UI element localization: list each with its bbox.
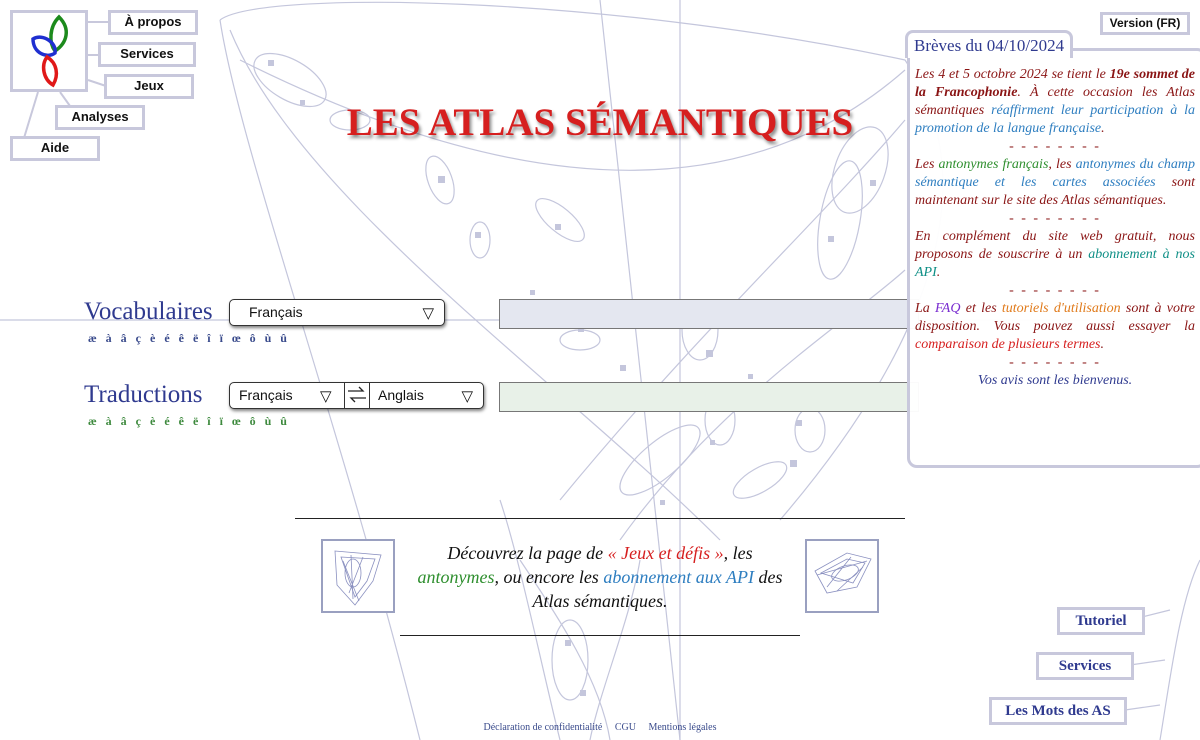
news-text: . À cette occasion les Atlas sémantiques <box>915 85 1195 118</box>
news-body: Les 4 et 5 octobre 2024 se tient le 19e … <box>915 66 1195 390</box>
page-title: LES ATLAS SÉMANTIQUES <box>346 101 854 144</box>
promo-plain: Découvrez la page de <box>447 543 608 563</box>
news-text: Les <box>915 157 939 172</box>
semantic-map-thumbnail <box>814 552 872 594</box>
nav-services-button[interactable]: Services <box>98 42 196 67</box>
tutoriel-button[interactable]: Tutoriel <box>1057 607 1145 635</box>
news-text: La <box>915 301 936 316</box>
news-text: et les <box>960 301 1002 316</box>
vocabulaires-special-chars[interactable]: æ à â ç è é ê ë î ï œ ô ù û <box>88 331 290 345</box>
semantic-map-thumbnail <box>334 550 382 606</box>
news-text: . <box>1101 121 1105 136</box>
vocabulaires-search-input[interactable] <box>499 299 919 329</box>
promo-plain: , ou encore les <box>494 567 604 587</box>
footer: Déclaration de confidentialité CGU Menti… <box>0 722 1200 733</box>
news-separator: - - - - - - - - <box>1009 139 1101 154</box>
traductions-special-chars[interactable]: æ à â ç è é ê ë î ï œ ô ù û <box>88 414 290 428</box>
dropdown-arrow-icon[interactable]: ▽ <box>320 388 332 405</box>
antonymes-link[interactable]: antonymes <box>417 567 495 587</box>
nav-analyses-button[interactable]: Analyses <box>55 105 145 130</box>
nav-aide-button[interactable]: Aide <box>10 136 100 161</box>
les-mots-label: Les Mots des AS <box>1005 703 1111 719</box>
traductions-target-language[interactable]: Anglais <box>378 387 424 403</box>
news-text: Les 4 et 5 octobre 2024 se tient le <box>915 67 1110 82</box>
cgu-link[interactable]: CGU <box>614 722 636 733</box>
nav-apropos-label: À propos <box>124 14 182 29</box>
semantic-map-thumbnail-right[interactable] <box>805 539 879 613</box>
vocabulaires-language-value: Français <box>249 304 303 320</box>
antonymes-francais-link[interactable]: antonymes français <box>938 157 1049 172</box>
nav-aide-label: Aide <box>40 140 70 155</box>
logo-icon <box>31 14 68 88</box>
news-separator: - - - - - - - - <box>1009 211 1101 226</box>
news-text: sont maintenant sur le site des Atlas sé… <box>915 175 1195 208</box>
news-item-api: En complément du site web gratuit, nous … <box>915 228 1195 282</box>
nav-services-label: Services <box>120 46 174 61</box>
promo-plain: des Atlas sémantiques. <box>532 567 783 611</box>
news-item-antonymes: Les antonymes français, les antonymes du… <box>915 156 1195 210</box>
divider <box>400 635 800 636</box>
news-text: En complément du site web gratuit, nous … <box>915 229 1195 262</box>
news-separator: - - - - - - - - <box>1009 283 1101 298</box>
swap-languages-icon <box>348 386 366 403</box>
traductions-search-input[interactable] <box>499 382 919 412</box>
vocabulaires-language-select[interactable]: Français ▽ <box>229 299 445 326</box>
dropdown-arrow-icon[interactable]: ▽ <box>461 388 473 405</box>
dropdown-arrow-icon: ▽ <box>422 305 434 322</box>
privacy-link[interactable]: Déclaration de confidentialité <box>483 722 603 733</box>
francophonie-link[interactable]: réaffirment leur participation à la prom… <box>915 103 1195 136</box>
news-title: Brèves du 04/10/2024 <box>905 30 1074 58</box>
tutoriels-link[interactable]: tutoriels d'utilisation <box>1001 301 1121 316</box>
services-right-label: Services <box>1058 658 1112 674</box>
semantic-map-thumbnail-left[interactable] <box>321 539 395 613</box>
nav-jeux-button[interactable]: Jeux <box>104 74 194 99</box>
news-text: sont à votre disposition. Vous pouvez au… <box>915 301 1195 334</box>
news-text: . <box>1100 337 1105 352</box>
news-panel <box>907 48 1200 468</box>
traductions-label: Traductions <box>84 381 203 408</box>
news-text: . <box>936 265 941 280</box>
news-feedback: Vos avis sont les bienvenus. <box>977 373 1133 388</box>
version-label: Version (FR) <box>1109 16 1181 30</box>
api-subscription-link[interactable]: abonnement à nos API <box>915 247 1195 280</box>
antonymes-champ-link[interactable]: antonymes du champ sémantique et les car… <box>915 157 1196 190</box>
nav-apropos-button[interactable]: À propos <box>108 10 198 35</box>
news-bold-text: 19e sommet de la Francophonie <box>915 67 1195 100</box>
les-mots-button[interactable]: Les Mots des AS <box>989 697 1127 725</box>
jeux-defis-link[interactable]: « Jeux et défis » <box>607 543 724 563</box>
promo-text: Découvrez la page de « Jeux et défis », … <box>410 541 790 613</box>
tutoriel-label: Tutoriel <box>1075 613 1127 629</box>
services-right-button[interactable]: Services <box>1036 652 1134 680</box>
legal-link[interactable]: Mentions légales <box>648 722 717 733</box>
version-language-button[interactable]: Version (FR) <box>1100 12 1190 35</box>
nav-analyses-label: Analyses <box>71 109 129 124</box>
nav-jeux-label: Jeux <box>134 78 164 93</box>
swap-languages-button[interactable] <box>344 383 370 408</box>
news-separator: - - - - - - - - <box>1009 355 1101 370</box>
traductions-source-language[interactable]: Français <box>239 387 293 403</box>
news-item-summit: Les 4 et 5 octobre 2024 se tient le 19e … <box>915 66 1195 138</box>
comparaison-link[interactable]: comparaison de plusieurs termes <box>915 337 1101 352</box>
news-item-faq: La FAQ et les tutoriels d'utilisation so… <box>915 300 1195 354</box>
faq-link[interactable]: FAQ <box>935 301 961 316</box>
site-logo[interactable] <box>10 10 88 92</box>
nav-connectors <box>23 21 110 139</box>
promo-plain: , les <box>723 543 753 563</box>
news-text: , les <box>1048 157 1076 172</box>
divider <box>295 518 905 519</box>
vocabulaires-label: Vocabulaires <box>84 298 213 325</box>
api-link[interactable]: abonnement aux API <box>603 567 754 587</box>
